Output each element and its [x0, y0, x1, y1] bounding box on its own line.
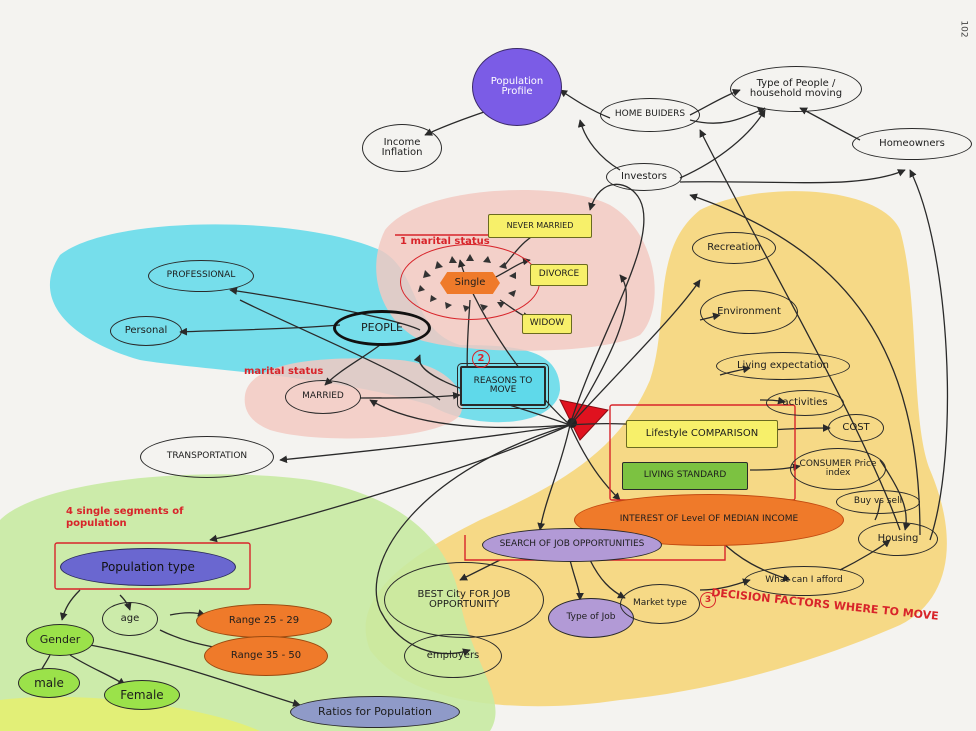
green-highlight-region	[0, 474, 496, 731]
node-population-type[interactable]: Population type	[60, 548, 236, 586]
node-living-standard[interactable]: LIVING STANDARD	[622, 462, 748, 490]
node-male[interactable]: male	[18, 668, 80, 698]
node-lifestyle-comparison[interactable]: Lifestyle COMPARISON	[626, 420, 778, 448]
node-activities[interactable]: activities	[766, 390, 844, 416]
node-cost[interactable]: COST	[828, 414, 884, 442]
connectors	[35, 88, 949, 707]
node-recreation[interactable]: Recreation	[692, 232, 776, 264]
node-married[interactable]: MARRIED	[285, 380, 361, 414]
node-ratio[interactable]: Ratios for Population	[290, 696, 460, 728]
node-transportation[interactable]: TRANSPORTATION	[140, 436, 274, 478]
node-search-job[interactable]: SEARCH OF JOB OPPORTUNITIES	[482, 528, 662, 562]
single-triangles	[418, 254, 516, 312]
node-range-1[interactable]: Range 25 - 29	[196, 604, 332, 638]
lime-highlight-bottom	[0, 696, 260, 731]
annotation-segments: 4 single segments of population	[66, 506, 184, 529]
node-income-inflation[interactable]: Income Inflation	[362, 124, 442, 172]
node-living-expectation[interactable]: Living expectation	[716, 352, 850, 380]
node-best-city[interactable]: BEST City FOR JOB OPPORTUNITY	[384, 562, 544, 638]
annotation-marital-status-2: marital status	[244, 366, 324, 377]
annotation-marital-status-1: 1 marital status	[400, 236, 490, 247]
node-buy-vs-sell[interactable]: Buy vs sell	[836, 490, 920, 514]
node-employers[interactable]: employers	[404, 634, 502, 678]
node-female[interactable]: Female	[104, 680, 180, 710]
node-divorce[interactable]: DIVORCE	[530, 264, 588, 286]
node-people[interactable]: PEOPLE	[333, 310, 431, 346]
node-population-profile[interactable]: Population Profile	[472, 48, 562, 126]
node-consumer-price-index[interactable]: CONSUMER Price index	[790, 448, 886, 490]
node-what-can-i-afford[interactable]: What can I afford	[744, 566, 864, 596]
node-reasons-to-move[interactable]: REASONS TO MOVE	[457, 363, 549, 409]
node-widow[interactable]: WIDOW	[522, 314, 572, 334]
node-single[interactable]: Single	[440, 272, 500, 294]
node-type-of-job[interactable]: Type of Job	[548, 598, 634, 638]
node-never-married[interactable]: NEVER MARRIED	[488, 214, 592, 238]
annotation-num-2: 2	[472, 350, 490, 368]
node-homeowners[interactable]: Homeowners	[852, 128, 972, 160]
node-housing[interactable]: Housing	[858, 522, 938, 556]
node-environment[interactable]: Environment	[700, 290, 798, 334]
node-professional[interactable]: PROFESSIONAL	[148, 260, 254, 292]
node-market-type[interactable]: Market type	[620, 584, 700, 624]
node-age[interactable]: age	[102, 602, 158, 636]
node-home-buiders[interactable]: HOME BUIDERS	[600, 98, 700, 132]
node-type-of-people[interactable]: Type of People / household moving	[730, 66, 862, 112]
annotation-num-3: 3	[700, 592, 716, 608]
node-gender[interactable]: Gender	[26, 624, 94, 656]
node-range-2[interactable]: Range 35 - 50	[204, 636, 328, 676]
node-investors[interactable]: Investors	[606, 163, 682, 191]
node-personal[interactable]: Personal	[110, 316, 182, 346]
page-number: 102	[958, 20, 969, 38]
